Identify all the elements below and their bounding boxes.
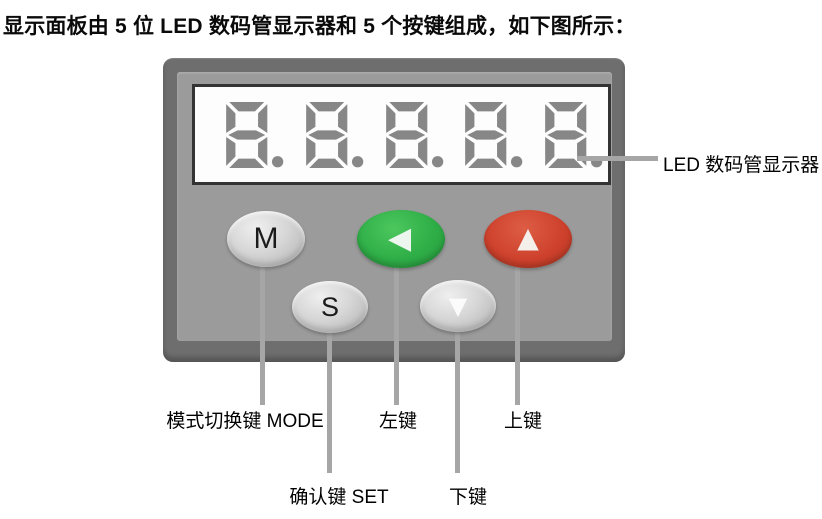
leader-line-mode <box>260 244 265 405</box>
seven-segment-digit <box>305 101 364 168</box>
leader-line-up <box>515 244 520 405</box>
down-triangle-icon: ▼ <box>448 292 468 320</box>
up-triangle-icon: ▲ <box>517 220 539 254</box>
decimal-point <box>431 155 443 167</box>
device-panel <box>163 58 625 362</box>
mode-button-label: M <box>253 222 279 255</box>
decimal-point <box>511 155 523 167</box>
callout-set-label: 确认键 SET <box>289 487 389 508</box>
set-button: S <box>292 281 368 333</box>
callout-line-led <box>577 156 658 161</box>
seven-segment-digit <box>465 101 523 168</box>
seven-segment-digit <box>385 101 443 168</box>
callout-down-label: 下键 <box>448 487 488 508</box>
down-button: ▼ <box>420 280 496 332</box>
up-button: ▲ <box>484 210 572 268</box>
figure-caption: 显示面板由 5 位 LED 数码管显示器和 5 个按键组成，如下图所示： <box>3 15 636 38</box>
leader-line-left <box>394 244 399 405</box>
left-triangle-icon: ◀ <box>387 221 412 256</box>
set-button-label: S <box>320 291 339 322</box>
decimal-point <box>271 155 284 167</box>
leader-line-down <box>455 310 460 473</box>
seven-segment-digit <box>226 101 284 168</box>
led-display <box>192 84 611 185</box>
decimal-point <box>351 155 364 167</box>
callout-up-label: 上键 <box>503 411 543 432</box>
left-button: ◀ <box>357 210 445 268</box>
callout-left-label: 左键 <box>378 411 418 432</box>
callout-led-label: LED 数码管显示器 <box>663 155 820 176</box>
mode-button: M <box>227 211 305 267</box>
leader-line-set <box>327 310 332 473</box>
callout-mode-label: 模式切换键 MODE <box>166 411 324 432</box>
